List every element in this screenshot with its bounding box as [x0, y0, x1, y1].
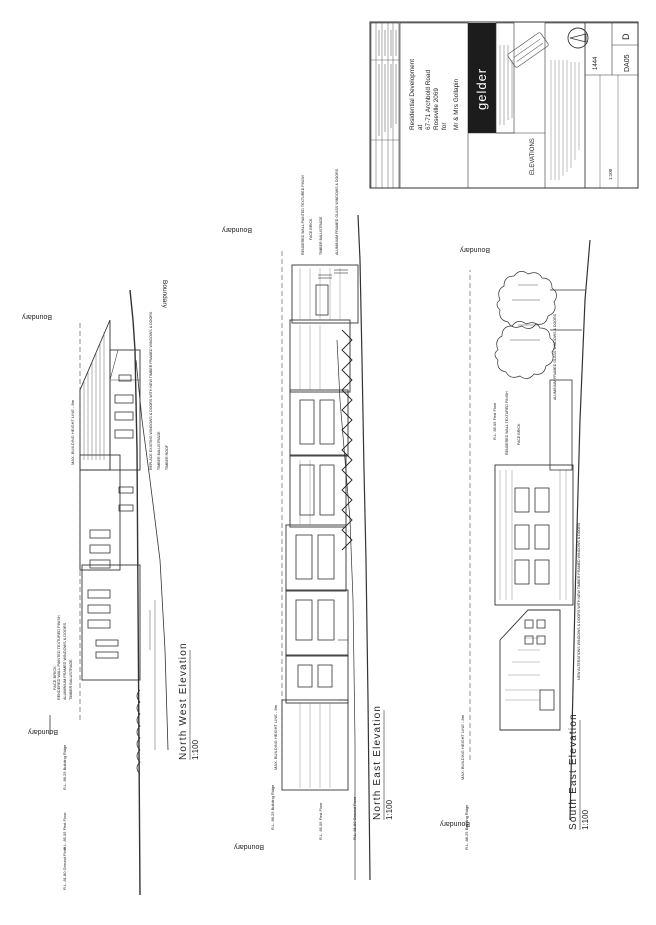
nw-elevation-title: North West Elevation: [178, 642, 189, 760]
title-block: Residential Development at 67-71 Archbol…: [369, 21, 639, 189]
nw-elevation-scale: 1:100: [191, 739, 200, 760]
nw-windows: [87, 374, 134, 659]
project-for: for: [441, 122, 448, 130]
ne-boundary-top: Boundary: [222, 226, 252, 233]
nw-note-timber-balustrade-2: TIMBER BALUSTRADE: [157, 431, 161, 470]
nw-boundary-right: Boundary: [161, 280, 168, 309]
nw-note-aluminium: ALUMINIUM FRAMED WINDOWS & DOORS: [63, 622, 67, 700]
project-description: Residential Development at 67-71 Archbol…: [399, 22, 469, 189]
north-east-elevation: Boundary Boundary MAX. BUILDING HEIGHT L…: [222, 168, 394, 881]
nw-note-rendered: RENDERED WALL PAINTED TEXTURED FINISH: [57, 615, 61, 700]
ne-note-aluminium: ALUMINIUM FRAMED GLASS WINDOWS & DOORS: [335, 168, 339, 255]
project-number: 1444: [593, 56, 599, 70]
se-boundary-bottom: Boundary: [440, 820, 470, 827]
nw-boundary-left: Boundary: [28, 728, 58, 735]
ne-note-face-brick: FACE BRICK: [309, 218, 313, 240]
se-note-aluminium: ALUMINIUM FRAMED GLASS WINDOWS & DOORS: [553, 313, 557, 400]
nw-note-timber-balustrade: TIMBER BALUSTRADE: [69, 659, 73, 700]
se-note-rendered: RENDERED WALL TEXTURED FINISH: [505, 391, 509, 455]
se-elevation-title: South East Elevation: [568, 713, 579, 830]
revision-letter: D: [621, 33, 631, 40]
nw-note-face-brick: FACE BRICK: [52, 666, 57, 690]
project-suburb: Roseville 2069: [433, 88, 440, 130]
ne-note-max-height: MAX. BUILDING HEIGHT LINE - 8m: [273, 704, 278, 770]
ne-rl-ridge: R.L. 88.25 Building Ridge: [270, 784, 275, 830]
ne-boundary-bottom: Boundary: [234, 843, 264, 850]
nw-rl-ridge: R.L. 88.25 Building Ridge: [62, 744, 67, 790]
se-note-face-brick: FACE BRICK: [517, 423, 521, 445]
ne-windows: [295, 284, 335, 688]
firm-name: gelder: [474, 68, 489, 110]
nw-rl-ground: R.L. 81.80 Ground Floor: [62, 846, 67, 890]
ne-rl-first: R.L. 85.05 First Floor: [318, 802, 323, 840]
se-note-max-height: MAX. BUILDING HEIGHT LINE - 8m: [460, 714, 465, 780]
north-arrow-icon: [567, 27, 589, 49]
council-stamp: [507, 32, 549, 68]
firm-address-lines: [499, 45, 513, 125]
nw-rl-floor: R.L. 85.05 First Floor: [62, 812, 67, 850]
se-windows: [514, 487, 550, 585]
se-trees: [494, 271, 585, 379]
north-west-elevation: Boundary Boundary Boundary MAX. BUILDING…: [22, 280, 200, 896]
se-boundary-top: Boundary: [460, 246, 490, 253]
se-rl-first: R.L. 85.05 First Floor: [492, 402, 497, 440]
project-title: Residential Development: [409, 59, 416, 130]
ne-note-rendered: RENDERED WALL PAINTED TEXTURED FINISH: [301, 175, 305, 255]
se-note-replace: NEW ALTERATIONS WINDOWS & DOORS WITH NEW…: [577, 522, 581, 680]
firm-logo: gelder: [468, 23, 496, 133]
sheet-title: ELEVATIONS: [530, 138, 536, 175]
drawing-number: DA05: [624, 54, 631, 72]
south-east-elevation: Boundary Boundary MAX. BUILDING HEIGHT L…: [440, 239, 591, 850]
se-elevation-scale: 1:100: [581, 809, 590, 830]
nw-note-max-height: MAX. BUILDING HEIGHT LINE - 8m: [70, 399, 75, 465]
ne-elevation-scale: 1:100: [385, 799, 394, 820]
ne-rl-ground: R.L. 81.80 Ground Floor: [352, 796, 357, 840]
nw-note-timber-roof: TIMBER ROOF: [165, 444, 169, 470]
ne-note-timber-balustrade: TIMBER BALUSTRADE: [319, 216, 323, 255]
ne-elevation-title: North East Elevation: [372, 705, 383, 820]
general-notes: [550, 60, 580, 180]
project-address: 67-71 Archbold Road: [425, 70, 432, 130]
project-of: at: [417, 124, 424, 130]
client-name: Mr & Mrs Gollapin: [453, 78, 460, 130]
nw-boundary-top: Boundary: [22, 313, 52, 320]
revision-table: [370, 22, 400, 189]
se-rl-ridge: R.L. 88.25 Building Ridge: [464, 804, 469, 850]
nw-note-replace: REPLACE EXISTING WINDOWS & DOORS WITH NE…: [149, 311, 153, 470]
sheet-scale: 1:100: [608, 168, 613, 180]
